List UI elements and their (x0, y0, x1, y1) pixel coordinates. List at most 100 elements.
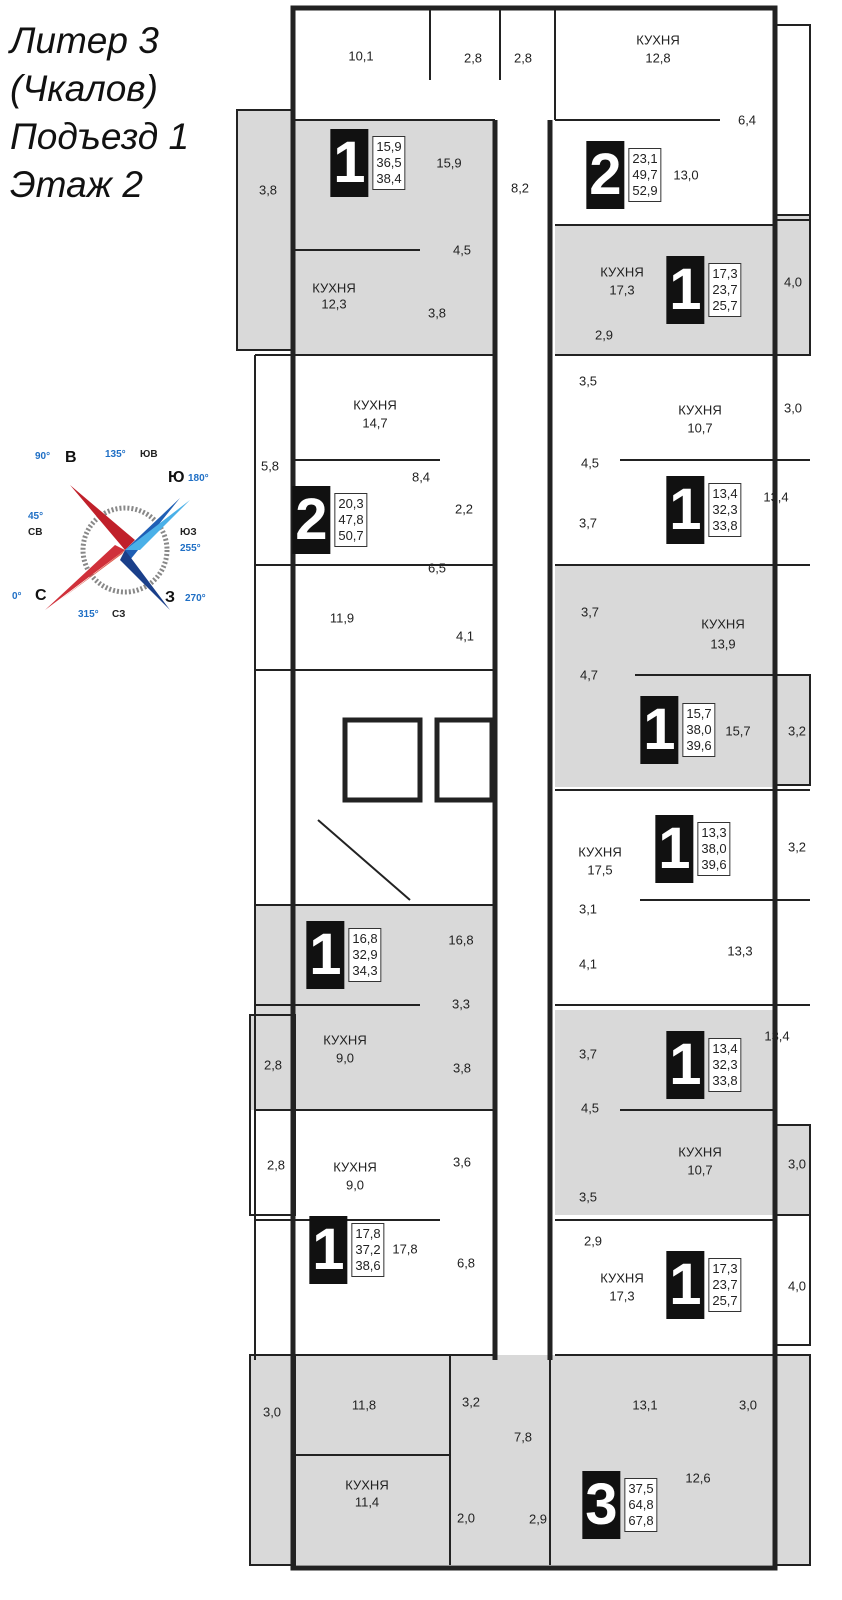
room-area: 15,9 (436, 155, 462, 171)
room-area: 2,9 (528, 1511, 548, 1527)
room-count: 1 (306, 921, 345, 989)
room-area: 15,7 (725, 723, 751, 739)
room-area: 2,9 (583, 1233, 603, 1249)
room-area: 3,3 (451, 996, 471, 1012)
total-area: 32,9 (352, 947, 378, 962)
kitchen-label: КУХНЯ (578, 844, 622, 860)
compass-south: Ю (168, 469, 185, 486)
room-count: 2 (586, 141, 625, 209)
room-area: 3,8 (258, 182, 278, 198)
living-area: 13,3 (701, 825, 727, 840)
kitchen-label: КУХНЯ (345, 1477, 389, 1493)
room-area: 2,8 (266, 1157, 286, 1173)
total-area-with-balcony: 50,7 (338, 528, 364, 543)
total-area: 38,0 (701, 841, 727, 856)
kitchen-label: КУХНЯ (333, 1159, 377, 1175)
room-area: 8,2 (510, 180, 530, 196)
room-area: 11,9 (329, 610, 355, 626)
room-area: 3,2 (787, 839, 807, 855)
living-area: 20,3 (338, 496, 364, 511)
room-area: 3,0 (738, 1397, 758, 1413)
room-area: 2,8 (513, 50, 533, 66)
balcony-shaded (775, 675, 810, 785)
room-count: 1 (666, 256, 705, 324)
room-area: 4,5 (452, 242, 472, 258)
room-area: 13,9 (710, 636, 736, 652)
balcony-shaded (237, 110, 293, 350)
room-area: 4,0 (787, 1278, 807, 1294)
room-area: 6,5 (427, 560, 447, 576)
total-area: 37,2 (355, 1242, 381, 1257)
room-count: 1 (655, 815, 694, 883)
room-area: 13,4 (764, 1028, 790, 1044)
total-area: 23,7 (712, 1277, 738, 1292)
room-area: 12,6 (685, 1470, 711, 1486)
room-area: 13,0 (673, 167, 699, 183)
compass-se: ЮВ (140, 449, 158, 460)
room-count: 3 (582, 1471, 621, 1539)
room-area: 2,0 (456, 1510, 476, 1526)
balcony-shaded (775, 1125, 810, 1215)
room-area: 17,3 (609, 1288, 635, 1304)
room-area: 13,1 (632, 1397, 658, 1413)
compass-north: С (35, 587, 47, 604)
room-area: 3,7 (578, 515, 598, 531)
room-area: 5,8 (260, 458, 280, 474)
room-count: 2 (292, 486, 331, 554)
kitchen-label: КУХНЯ (353, 397, 397, 413)
compass-west-deg: 270° (185, 593, 206, 604)
room-count: 1 (666, 476, 705, 544)
room-count: 1 (309, 1216, 348, 1284)
kitchen-label: КУХНЯ (701, 616, 745, 632)
total-area: 32,3 (712, 502, 738, 517)
living-area: 17,3 (712, 266, 738, 281)
room-area: 4,1 (578, 956, 598, 972)
room-area: 4,0 (783, 274, 803, 290)
total-area-with-balcony: 34,3 (352, 963, 378, 978)
total-area: 32,3 (712, 1057, 738, 1072)
balcony-shaded (250, 1015, 295, 1110)
compass-rose-icon (45, 485, 190, 610)
room-area: 3,1 (578, 901, 598, 917)
room-area: 6,8 (456, 1255, 476, 1271)
room-area: 4,5 (580, 1100, 600, 1116)
compass-south-deg: 180° (188, 473, 209, 484)
room-area: 10,1 (348, 48, 374, 64)
total-area: 49,7 (632, 167, 658, 182)
room-area: 3,5 (578, 373, 598, 389)
living-area: 13,4 (712, 486, 738, 501)
room-area: 2,8 (463, 50, 483, 66)
total-area: 36,5 (376, 155, 402, 170)
living-area: 37,5 (628, 1481, 654, 1496)
total-area: 23,7 (712, 282, 738, 297)
room-area: 8,4 (411, 469, 431, 485)
room-count: 1 (640, 696, 679, 764)
room-count: 1 (666, 1031, 705, 1099)
room-area: 11,8 (351, 1397, 377, 1413)
living-area: 15,7 (686, 706, 712, 721)
room-area: 3,7 (578, 1046, 598, 1062)
compass-north-deg: 0° (12, 591, 22, 602)
room-area: 12,3 (321, 296, 347, 312)
living-area: 17,3 (712, 1261, 738, 1276)
total-area-with-balcony: 39,6 (686, 738, 712, 753)
room-area: 2,8 (263, 1057, 283, 1073)
room-area: 11,4 (354, 1494, 380, 1510)
room-area: 7,8 (513, 1429, 533, 1445)
room-area: 3,2 (461, 1394, 481, 1410)
room-area: 3,8 (452, 1060, 472, 1076)
total-area: 47,8 (338, 512, 364, 527)
